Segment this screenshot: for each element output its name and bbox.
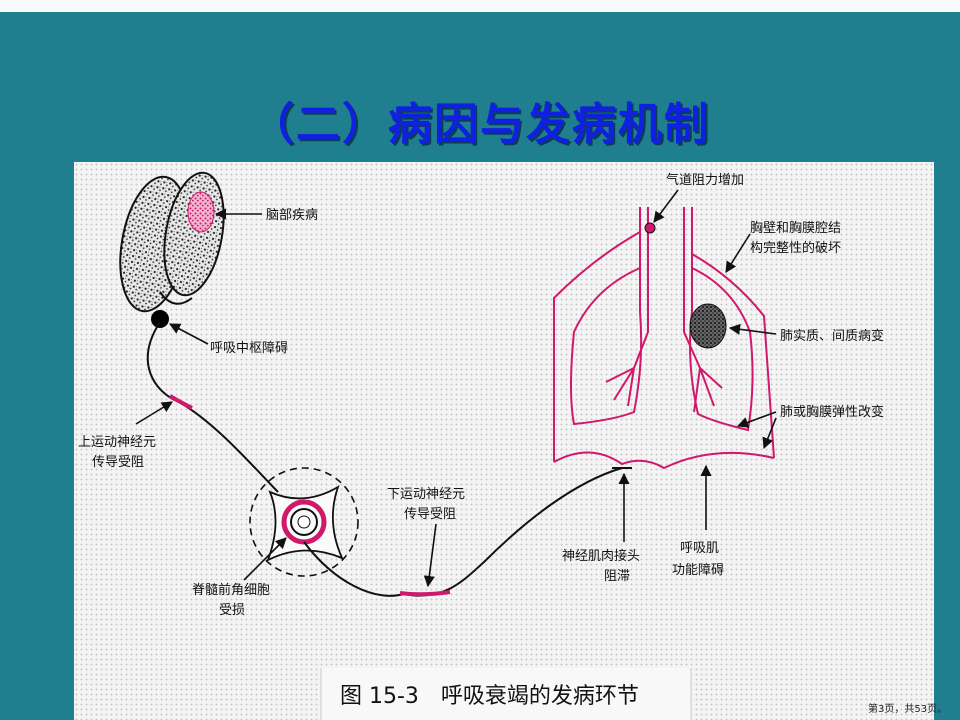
- arrow-resp-center: [169, 323, 209, 345]
- upper-motor-lesion: [168, 394, 193, 410]
- top-band: [0, 0, 960, 12]
- figure-panel: 脑部疾病 呼吸中枢障碍 上运动神经元 传导受阻 脊髓前角细胞 受损 下运动神经元…: [74, 162, 934, 720]
- label-lower-motor-2: 传导受阻: [404, 507, 456, 522]
- figure-caption: 图 15-3 呼吸衰竭的发病环节: [340, 684, 639, 709]
- label-lower-motor-1: 下运动神经元: [387, 487, 465, 502]
- label-resp-muscle-2: 功能障碍: [672, 563, 724, 578]
- page-number: 第3页，共53页。: [868, 704, 948, 715]
- arrow-lung-parenchyma: [728, 323, 777, 335]
- brain-icon: [119, 171, 225, 328]
- arrow-spinal: [243, 537, 287, 581]
- lower-motor-lesion: [399, 590, 451, 597]
- arrow-upper-motor: [135, 401, 173, 425]
- label-upper-motor-1: 上运动神经元: [78, 435, 156, 450]
- airway-obstruction-icon: [644, 222, 656, 234]
- arrow-elasticity-2: [762, 417, 777, 450]
- label-nmj-2: 阻滞: [604, 569, 630, 584]
- label-resp-center: 呼吸中枢障碍: [210, 341, 288, 356]
- lungs-icon: [553, 207, 775, 470]
- pathogenesis-diagram: 脑部疾病 呼吸中枢障碍 上运动神经元 传导受阻 脊髓前角细胞 受损 下运动神经元…: [78, 171, 884, 618]
- label-resp-muscle-1: 呼吸肌: [680, 541, 719, 556]
- spinal-cord-icon: [249, 467, 359, 577]
- lower-motor-neuron-pathway: [303, 467, 623, 597]
- lung-lesion-icon: [689, 303, 727, 349]
- label-spinal-1: 脊髓前角细胞: [192, 582, 270, 598]
- label-spinal-2: 受损: [219, 603, 245, 618]
- slide-title: （二）病因与发病机制: [250, 99, 710, 150]
- arrow-lower-motor: [423, 523, 437, 588]
- label-elasticity: 肺或胸膜弹性改变: [780, 404, 884, 420]
- label-lung-parenchyma: 肺实质、间质病变: [780, 328, 884, 344]
- label-upper-motor-2: 传导受阻: [92, 455, 144, 470]
- caption-box: [320, 668, 692, 720]
- label-nmj-1: 神经肌肉接头: [562, 548, 640, 564]
- arrow-chest-wall: [725, 233, 751, 273]
- arrow-elasticity-1: [736, 411, 777, 428]
- label-airway: 气道阻力增加: [666, 172, 744, 188]
- label-chest-wall-2: 构完整性的破坏: [750, 240, 841, 256]
- label-chest-wall-1: 胸壁和胸膜腔结: [750, 221, 841, 236]
- arrow-airway: [653, 189, 679, 223]
- label-brain-disease: 脑部疾病: [266, 208, 318, 223]
